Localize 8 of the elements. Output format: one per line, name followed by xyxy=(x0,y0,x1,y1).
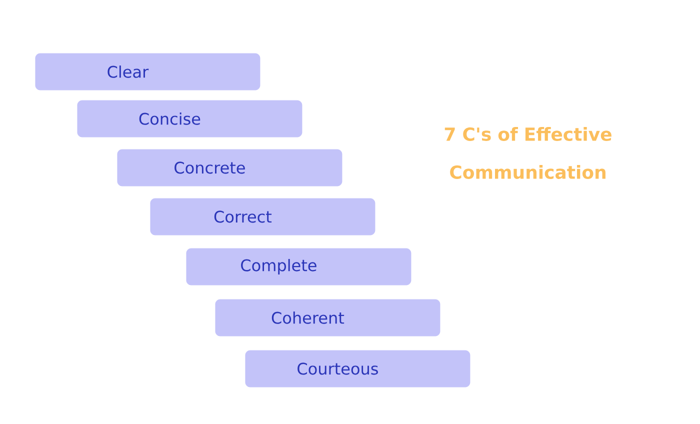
step-box: Concise xyxy=(77,100,302,138)
step-box: Complete xyxy=(186,248,412,286)
step-box: Coherent xyxy=(215,299,440,336)
step-box: Clear xyxy=(35,53,260,90)
step-box: Concrete xyxy=(117,149,342,186)
title: 7 C's of Effective Communication xyxy=(444,127,612,179)
step-box: Correct xyxy=(150,198,376,236)
step-box: Courteous xyxy=(245,350,470,388)
